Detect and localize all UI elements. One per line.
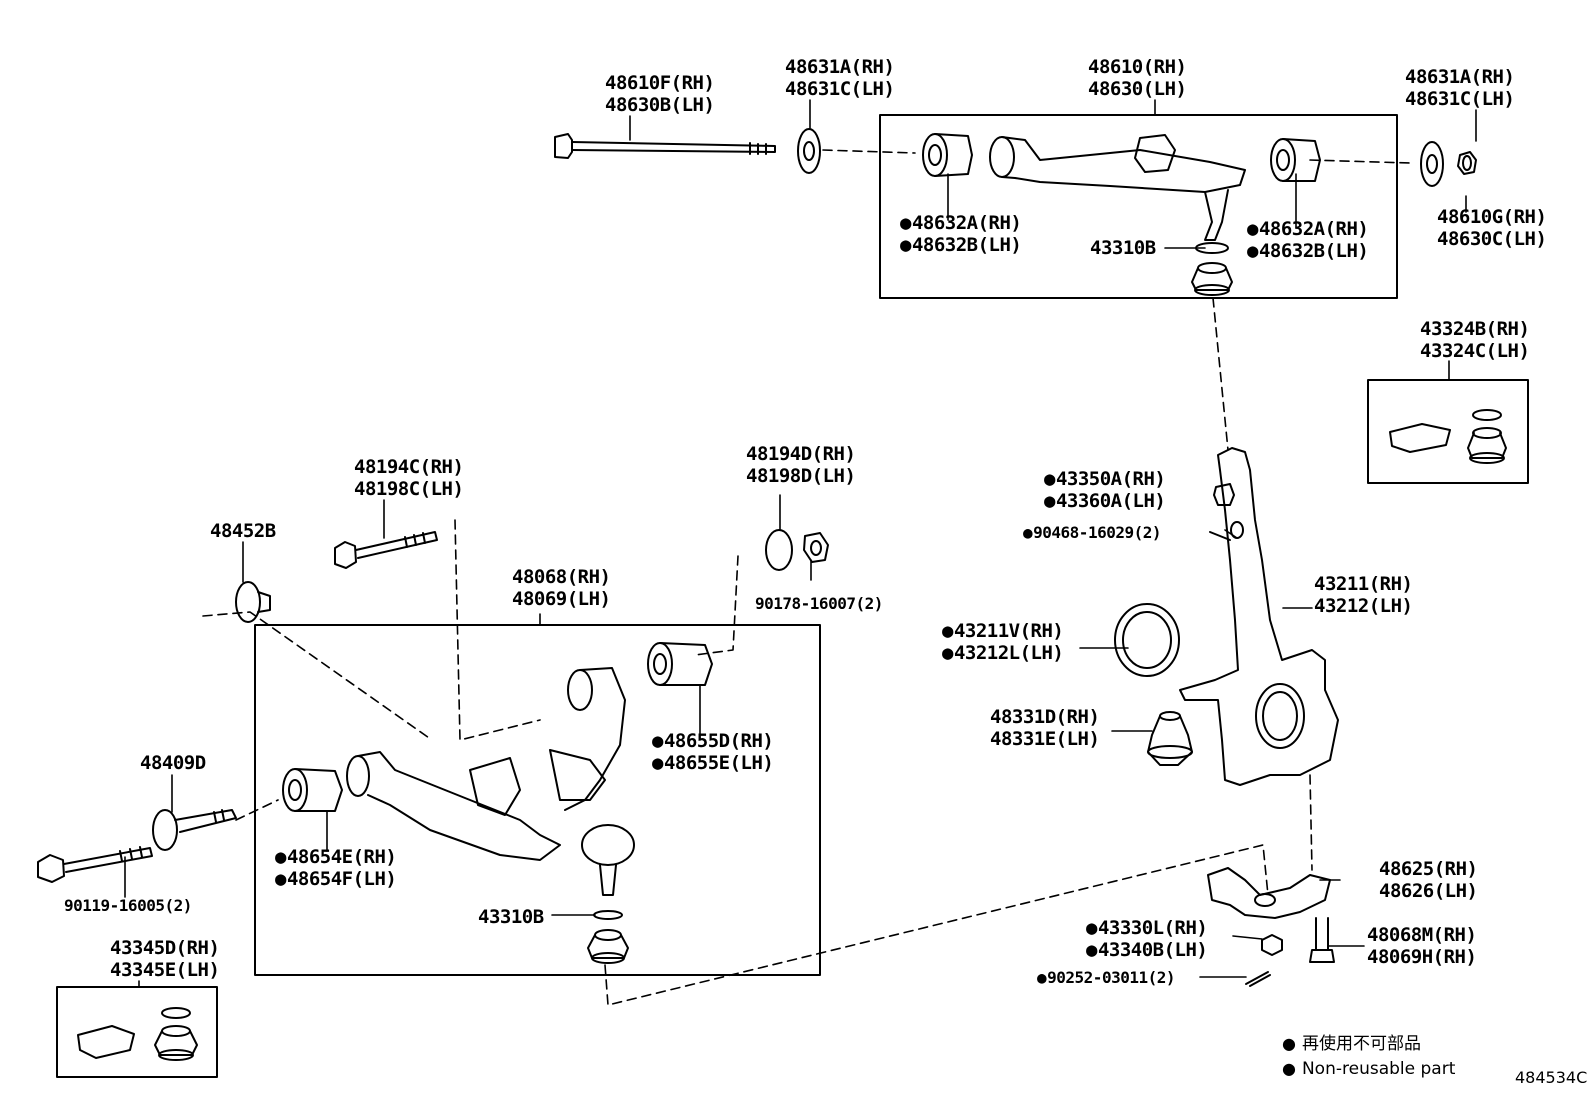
label-43350A: 43350A(RH) bbox=[1044, 468, 1166, 490]
cam-washer-right-lower bbox=[765, 529, 793, 571]
knuckle-arm bbox=[1207, 867, 1331, 919]
label-48625: 48625(RH) bbox=[1379, 858, 1478, 880]
legend-dot-icon: ● bbox=[1282, 1034, 1296, 1053]
label-48626: 48626(LH) bbox=[1379, 880, 1478, 902]
upper-ball-joint-boot bbox=[1191, 262, 1233, 296]
label-90252: 90252-03011(2) bbox=[1037, 968, 1175, 987]
label-48632B-1: 48632B(LH) bbox=[900, 234, 1022, 256]
label-48630B: 48630B(LH) bbox=[605, 94, 715, 116]
knuckle-arm-bolt bbox=[1309, 917, 1335, 963]
legend-en-text: Non-reusable part bbox=[1301, 1059, 1456, 1079]
label-43324B: 43324B(RH) bbox=[1420, 318, 1530, 340]
lower-ball-joint bbox=[581, 824, 635, 896]
legend-en: ● Non-reusable part bbox=[1282, 1057, 1455, 1081]
upper-boot-kit-box bbox=[1367, 379, 1529, 484]
label-43211: 43211(RH) bbox=[1314, 573, 1413, 595]
knuckle-stopper bbox=[1213, 483, 1235, 506]
label-48610: 48610(RH) bbox=[1088, 56, 1187, 78]
upper-arm-bolt bbox=[554, 133, 776, 159]
label-48631C-2: 48631C(LH) bbox=[1405, 88, 1515, 110]
label-48331E: 48331E(LH) bbox=[990, 728, 1100, 750]
label-48654F: 48654F(LH) bbox=[275, 868, 397, 890]
label-48194D: 48194D(RH) bbox=[746, 443, 856, 465]
lower-ball-joint-ring bbox=[593, 910, 623, 920]
dust-seal bbox=[1114, 603, 1180, 677]
label-48630C: 48630C(LH) bbox=[1437, 228, 1547, 250]
label-48194C: 48194C(RH) bbox=[354, 456, 464, 478]
label-90119: 90119-16005(2) bbox=[64, 896, 192, 915]
label-48069H: 48069H(RH) bbox=[1367, 946, 1477, 968]
legend-jp: ● 再使用不可部品 bbox=[1282, 1032, 1421, 1056]
cam-bolt-front bbox=[152, 809, 237, 851]
label-90468: 90468-16029(2) bbox=[1023, 523, 1161, 542]
label-43310B-2: 43310B bbox=[478, 906, 544, 928]
label-43340B: 43340B(LH) bbox=[1086, 939, 1208, 961]
label-48655D: 48655D(RH) bbox=[652, 730, 774, 752]
lower-bushing-front bbox=[282, 768, 343, 812]
label-48409D: 48409D bbox=[140, 752, 206, 774]
label-43212: 43212(LH) bbox=[1314, 595, 1413, 617]
upper-ball-joint-ring bbox=[1195, 242, 1229, 254]
castle-nut bbox=[1261, 934, 1283, 956]
nut-upper-right bbox=[1457, 151, 1477, 175]
upper-bushing-left bbox=[922, 133, 973, 177]
front-lower-bolt bbox=[37, 846, 153, 883]
nut-right-lower bbox=[803, 532, 829, 563]
label-43345E: 43345E(LH) bbox=[110, 959, 220, 981]
label-48631A-2: 48631A(RH) bbox=[1405, 66, 1515, 88]
lower-bushing-rear bbox=[647, 642, 713, 686]
label-48198D: 48198D(LH) bbox=[746, 465, 856, 487]
label-43330L: 43330L(RH) bbox=[1086, 917, 1208, 939]
upper-boot-kit bbox=[1389, 409, 1507, 464]
label-48069: 48069(LH) bbox=[512, 588, 611, 610]
label-48068M: 48068M(RH) bbox=[1367, 924, 1477, 946]
label-48068: 48068(RH) bbox=[512, 566, 611, 588]
label-43212L: 43212L(LH) bbox=[942, 642, 1064, 664]
knuckle-clip bbox=[1209, 531, 1231, 541]
label-43345D: 43345D(RH) bbox=[110, 937, 220, 959]
label-43360A: 43360A(LH) bbox=[1044, 490, 1166, 512]
cam-washer-upper bbox=[797, 128, 821, 174]
label-48632A-1: 48632A(RH) bbox=[900, 212, 1022, 234]
label-48655E: 48655E(LH) bbox=[652, 752, 774, 774]
label-43211V: 43211V(RH) bbox=[942, 620, 1064, 642]
label-48632A-2: 48632A(RH) bbox=[1247, 218, 1369, 240]
cotter-pin bbox=[1245, 971, 1271, 987]
label-48610G: 48610G(RH) bbox=[1437, 206, 1547, 228]
label-48610F: 48610F(RH) bbox=[605, 72, 715, 94]
lower-ball-joint-boot bbox=[587, 929, 629, 964]
legend-jp-text: 再使用不可部品 bbox=[1301, 1034, 1421, 1054]
lower-arm-box bbox=[254, 624, 821, 976]
cam-bolt-left bbox=[334, 531, 438, 569]
steering-knuckle bbox=[1179, 447, 1339, 786]
upper-arm-box bbox=[879, 114, 1398, 299]
label-90178: 90178-16007(2) bbox=[755, 594, 883, 613]
dashed-connectors bbox=[202, 149, 1411, 1006]
diagram-code: 484534C bbox=[1515, 1068, 1588, 1087]
upper-control-arm bbox=[989, 134, 1246, 241]
leader-lines bbox=[124, 99, 1477, 988]
label-48331D: 48331D(RH) bbox=[990, 706, 1100, 728]
label-43310B-1: 43310B bbox=[1090, 237, 1156, 259]
lower-control-arm bbox=[346, 667, 626, 861]
label-48452B: 48452B bbox=[210, 520, 276, 542]
legend-dot-icon: ● bbox=[1282, 1059, 1296, 1078]
cam-washer-left-lower bbox=[235, 581, 271, 623]
label-48630: 48630(LH) bbox=[1088, 78, 1187, 100]
lower-boot-kit-box bbox=[56, 986, 218, 1078]
label-48631A-1: 48631A(RH) bbox=[785, 56, 895, 78]
label-48631C-1: 48631C(LH) bbox=[785, 78, 895, 100]
label-43324C: 43324C(LH) bbox=[1420, 340, 1530, 362]
bump-stopper bbox=[1147, 711, 1193, 766]
label-48654E: 48654E(RH) bbox=[275, 846, 397, 868]
upper-bushing-right bbox=[1270, 138, 1321, 182]
label-48198C: 48198C(LH) bbox=[354, 478, 464, 500]
lower-boot-kit bbox=[77, 1007, 198, 1061]
label-48632B-2: 48632B(LH) bbox=[1247, 240, 1369, 262]
washer-upper-right bbox=[1420, 141, 1444, 187]
